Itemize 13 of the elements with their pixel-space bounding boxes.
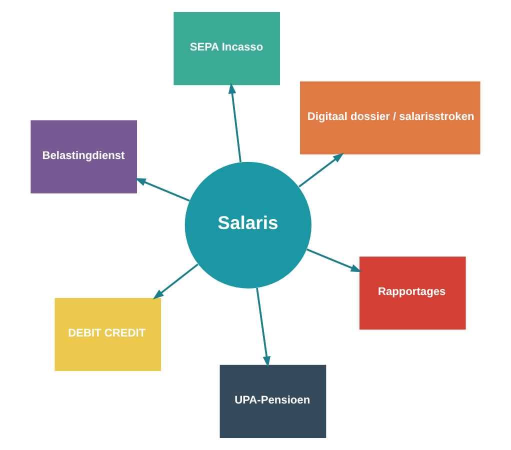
node-box: SEPA Incasso (174, 12, 280, 86)
node-box: UPA-Pensioen (220, 364, 326, 438)
arrow (298, 152, 344, 188)
arrow (228, 82, 242, 162)
arrow (152, 264, 198, 300)
arrow (134, 178, 190, 202)
arrow (306, 248, 362, 272)
node-box: DEBIT CREDIT (54, 298, 162, 371)
arrow (256, 288, 270, 368)
node-box: Belastingdienst (30, 120, 138, 194)
node-box: Digitaal dossier / salarisstroken (300, 81, 480, 154)
node-box: Rapportages (359, 256, 466, 330)
node-circle: Salaris (184, 162, 312, 288)
